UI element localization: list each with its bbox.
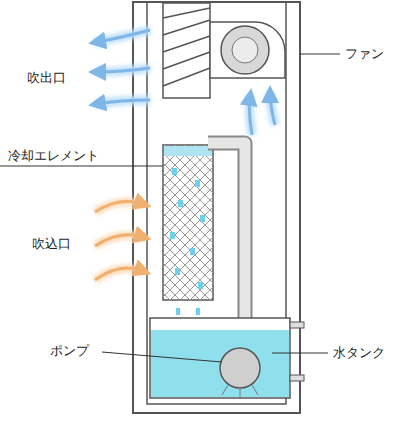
part-label: 冷却エレメント	[6, 148, 101, 164]
part-label: 吹込口	[30, 236, 73, 252]
part-label: ファン	[343, 46, 386, 62]
part-label: 水タンク	[331, 345, 387, 361]
part-label: ポンプ	[48, 343, 91, 359]
part-label: 吹出口	[25, 70, 68, 86]
